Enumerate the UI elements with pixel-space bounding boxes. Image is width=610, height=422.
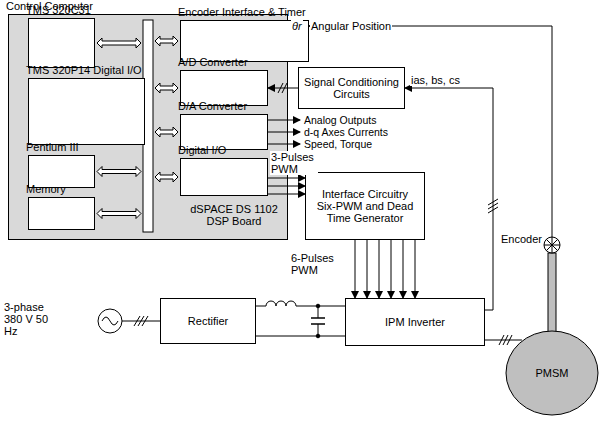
box-label: Pentium III xyxy=(26,141,79,153)
ac-source xyxy=(98,309,160,333)
bus-arrow xyxy=(97,167,141,177)
connector-line xyxy=(355,240,356,298)
box-label: Digital I/O xyxy=(178,144,226,156)
connector-line xyxy=(268,186,305,187)
bus-arrow xyxy=(155,172,178,182)
bus-arrow xyxy=(155,127,178,137)
motor-circle: PMSM xyxy=(505,330,599,416)
memory-block: Memory xyxy=(28,197,95,230)
connector-line xyxy=(268,178,305,179)
connector-line xyxy=(268,194,305,195)
board-label: dSPACE DS 1102 DSP Board xyxy=(181,203,287,227)
io-block: Digital I/O xyxy=(180,158,268,196)
box-label: Memory xyxy=(26,183,66,195)
box-label: TMS 320C31 xyxy=(26,4,91,16)
signal-connector xyxy=(268,88,298,89)
connector-label: ias, bs, cs xyxy=(410,74,461,86)
dc-inductor xyxy=(266,300,300,309)
connector-line xyxy=(256,336,345,337)
connector-line xyxy=(485,340,522,341)
bus-arrow xyxy=(155,83,178,93)
encoder-symbol xyxy=(544,237,560,333)
signal-connector xyxy=(268,178,305,194)
pwm-interface-box: Interface Circuitry Six-PWM and Dead Tim… xyxy=(305,172,425,240)
box-label: Signal Conditioning Circuits xyxy=(304,76,399,100)
box-label: A/D Converter xyxy=(178,56,248,68)
inverter-box: IPM Inverter xyxy=(345,298,485,346)
connector-label: 3-Pulses PWM xyxy=(270,151,318,175)
connector-label: Angular Position xyxy=(310,20,392,32)
connector-line xyxy=(379,240,380,298)
output-label: Analog Outputs xyxy=(303,114,377,126)
box-label: TMS 320P14 Digital I/O xyxy=(26,64,142,76)
output-label: d-q Axes Currents xyxy=(303,126,389,138)
rectifier-box: Rectifier xyxy=(160,298,256,344)
connector-line xyxy=(391,240,392,298)
processor-block: TMS 320C31 xyxy=(28,18,95,68)
signal-connector xyxy=(355,240,415,298)
bundle-slashes xyxy=(278,83,512,345)
connector-line xyxy=(268,88,298,89)
signal-conditioning-box: Signal Conditioning Circuits xyxy=(298,67,405,109)
connector-line xyxy=(367,240,368,298)
encoder-label: Encoder xyxy=(500,233,543,245)
box-label: Rectifier xyxy=(188,315,228,327)
bus-arrow xyxy=(155,36,178,46)
bus-arrow xyxy=(97,38,141,48)
box-label: PMSM xyxy=(536,367,569,379)
box-label: D/A Converter xyxy=(178,100,247,112)
bus-arrow xyxy=(97,209,141,219)
connector-label: 6-Pulses PWM xyxy=(290,252,338,276)
processor-block: TMS 320P14 Digital I/O xyxy=(28,78,145,145)
box-label: Encoder Interface & Timer xyxy=(178,6,306,18)
dc-capacitor xyxy=(311,304,325,338)
box-label: Interface Circuitry Six-PWM and Dead Tim… xyxy=(311,188,419,224)
analog-output-arrows xyxy=(268,120,300,144)
connector-line xyxy=(415,240,416,298)
motor-body xyxy=(506,331,598,415)
signal-connector xyxy=(256,306,345,336)
interface-block: Encoder Interface & Timer xyxy=(180,20,309,62)
symbol-label: θr xyxy=(291,20,303,32)
dsp-board: Control ComputerdSPACE DS 1102 DSP Board… xyxy=(8,14,288,240)
signal-connector xyxy=(485,340,522,341)
output-label: Speed, Torque xyxy=(303,138,373,150)
connector-line xyxy=(403,240,404,298)
box-label: IPM Inverter xyxy=(385,316,445,328)
supply-label: 3-phase 380 V 50 Hz xyxy=(3,301,51,337)
